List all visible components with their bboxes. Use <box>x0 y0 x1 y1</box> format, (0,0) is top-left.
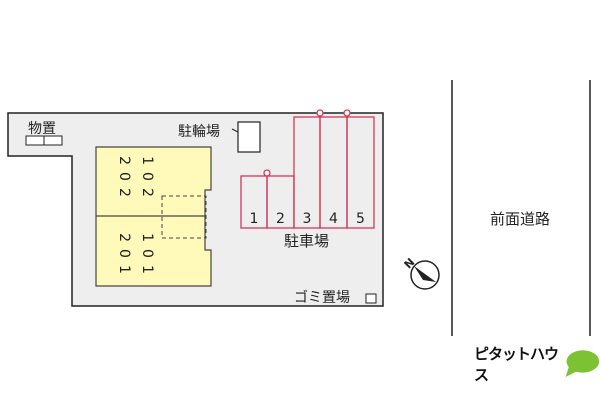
speech-bubble-icon <box>565 350 600 377</box>
parking-space-5-number: 5 <box>356 211 365 227</box>
front-road-label: 前面道路 <box>490 210 550 228</box>
unit-102-label: 102 <box>139 156 155 204</box>
bicycle-parking-area <box>237 121 261 153</box>
parking-space-5: 5 <box>346 116 375 229</box>
building: 202 102 201 101 <box>95 146 212 287</box>
unit-201-label: 201 <box>116 233 132 281</box>
bicycle-parking-label: 駐輪場 <box>178 123 220 140</box>
parking-label: 駐車場 <box>284 232 329 250</box>
building-stairwell <box>161 195 207 239</box>
parking-space-2-number: 2 <box>276 211 285 227</box>
parking-lot: 1 2 3 4 5 駐車場 <box>240 109 375 250</box>
speech-bubble-body <box>566 350 600 373</box>
parking-space-3-number: 3 <box>303 211 312 227</box>
parking-space-4-number: 4 <box>329 211 338 227</box>
parking-space-5-box <box>346 116 375 229</box>
car-stop-marker-3 <box>343 109 351 117</box>
storage-label: 物置 <box>28 121 56 137</box>
garbage-label: ゴミ置場 <box>294 289 350 306</box>
car-stop-marker-2 <box>316 109 324 117</box>
unit-101-label: 101 <box>139 233 155 281</box>
brand-name: ピタットハウス <box>474 345 559 384</box>
unit-202-label: 202 <box>116 156 132 204</box>
speech-bubble-tail <box>565 365 578 377</box>
compass-arrow <box>414 266 436 282</box>
parking-space-1-number: 1 <box>250 211 259 227</box>
garbage-box <box>365 293 377 304</box>
brand-logo: ピタットハウス <box>474 345 600 384</box>
car-stop-marker-1 <box>263 169 271 177</box>
compass: N <box>402 256 440 290</box>
